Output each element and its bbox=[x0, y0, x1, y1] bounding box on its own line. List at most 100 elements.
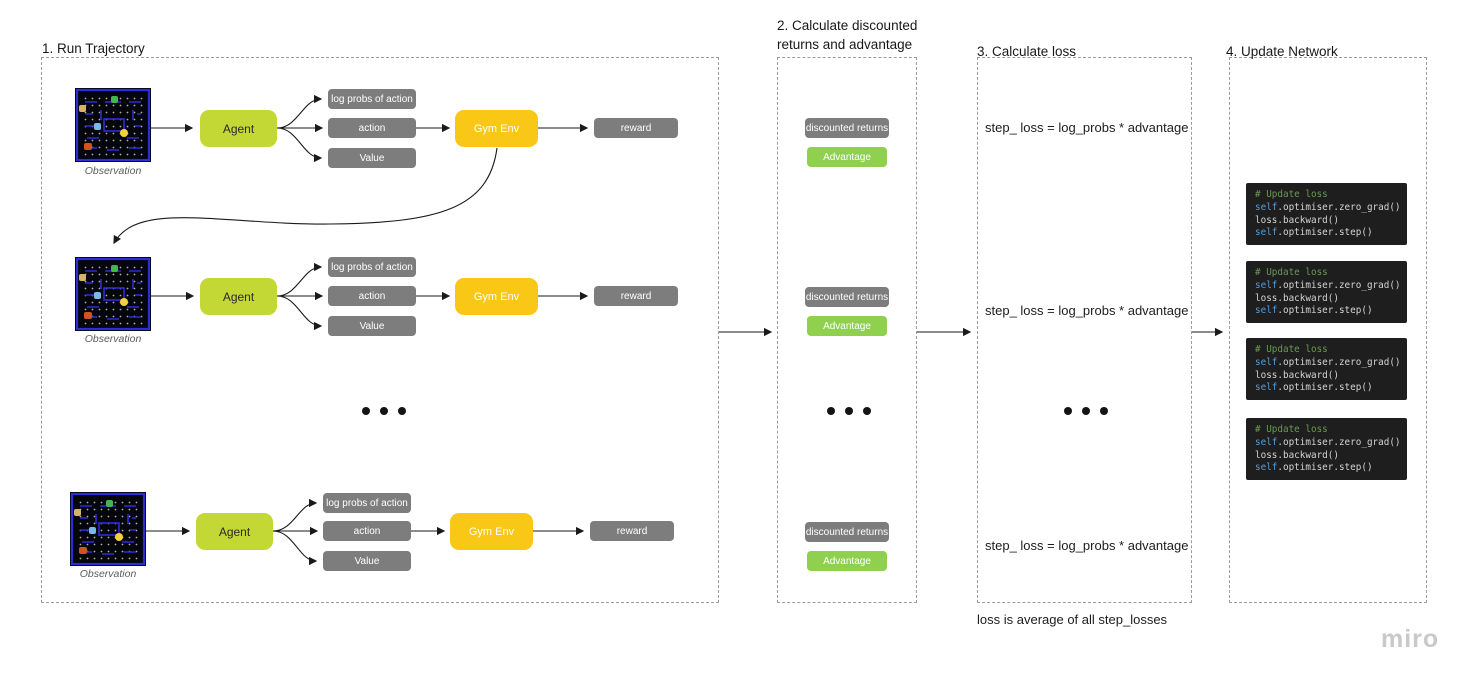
value-label: Value bbox=[359, 320, 385, 332]
section-title-returns: 2. Calculate discounted returns and adva… bbox=[777, 18, 918, 52]
log-probs-node[interactable]: log probs of action bbox=[328, 89, 416, 109]
miro-logo: miro bbox=[1381, 625, 1440, 653]
section-title-update: 4. Update Network bbox=[1226, 44, 1338, 59]
observation-label: Observation bbox=[79, 568, 137, 580]
agent-node[interactable]: Agent bbox=[200, 278, 277, 315]
pacman-sprite bbox=[120, 298, 128, 306]
agent-node[interactable]: Agent bbox=[200, 110, 277, 147]
section-frame-run-trajectory bbox=[41, 57, 719, 603]
agent-label: Agent bbox=[218, 524, 251, 539]
green-ghost-sprite bbox=[111, 96, 118, 103]
tan-ghost-sprite bbox=[79, 274, 86, 281]
update-code-block[interactable]: # Update loss self.optimiser.zero_grad()… bbox=[1246, 261, 1407, 323]
section-frame-loss bbox=[977, 57, 1192, 603]
log-probs-label: log probs of action bbox=[326, 497, 408, 509]
green-ghost-sprite bbox=[111, 265, 118, 272]
agent-node[interactable]: Agent bbox=[196, 513, 273, 550]
action-label: action bbox=[358, 290, 386, 302]
code-line: self.optimiser.zero_grad() bbox=[1255, 201, 1401, 213]
ellipsis-icon bbox=[827, 407, 871, 415]
action-label: action bbox=[358, 122, 386, 134]
observation-image[interactable] bbox=[75, 88, 151, 162]
tan-ghost-sprite bbox=[79, 105, 86, 112]
log-probs-label: log probs of action bbox=[331, 261, 413, 273]
gym-env-node[interactable]: Gym Env bbox=[450, 513, 533, 550]
agent-label: Agent bbox=[222, 289, 255, 304]
value-label: Value bbox=[354, 555, 380, 567]
ellipsis-icon bbox=[362, 407, 406, 415]
action-node[interactable]: action bbox=[328, 118, 416, 138]
ellipsis-icon bbox=[1064, 407, 1108, 415]
gym-env-label: Gym Env bbox=[468, 525, 515, 538]
observation-label: Observation bbox=[84, 165, 142, 177]
blue-ghost-sprite bbox=[89, 527, 96, 534]
observation-label: Observation bbox=[84, 333, 142, 345]
tan-ghost-sprite bbox=[74, 509, 81, 516]
discounted-returns-label: discounted returns bbox=[805, 526, 889, 538]
reward-label: reward bbox=[620, 290, 652, 302]
red-ghost-sprite bbox=[79, 547, 87, 554]
advantage-label: Advantage bbox=[823, 151, 871, 163]
reward-node[interactable]: reward bbox=[594, 286, 678, 306]
code-line: loss.backward() bbox=[1255, 449, 1339, 461]
gym-env-node[interactable]: Gym Env bbox=[455, 278, 538, 315]
advantage-label: Advantage bbox=[823, 555, 871, 567]
gym-env-label: Gym Env bbox=[473, 290, 520, 303]
step-loss-formula: step_ loss = log_probs * advantage bbox=[985, 538, 1189, 553]
code-line: self.optimiser.step() bbox=[1255, 382, 1373, 394]
blue-ghost-sprite bbox=[94, 123, 101, 130]
section-frame-returns bbox=[777, 57, 917, 603]
code-line: self.optimiser.step() bbox=[1255, 462, 1373, 474]
advantage-label: Advantage bbox=[823, 320, 871, 332]
code-line: loss.backward() bbox=[1255, 369, 1339, 381]
advantage-node[interactable]: Advantage bbox=[807, 147, 887, 167]
green-ghost-sprite bbox=[106, 500, 113, 507]
log-probs-node[interactable]: log probs of action bbox=[328, 257, 416, 277]
update-code-block[interactable]: # Update loss self.optimiser.zero_grad()… bbox=[1246, 418, 1407, 480]
loss-average-footnote: loss is average of all step_losses bbox=[977, 612, 1168, 627]
blue-ghost-sprite bbox=[94, 292, 101, 299]
section-frame-update bbox=[1229, 57, 1427, 603]
pacman-sprite bbox=[115, 533, 123, 541]
step-loss-formula: step_ loss = log_probs * advantage bbox=[985, 303, 1189, 318]
discounted-returns-node[interactable]: discounted returns bbox=[805, 287, 889, 307]
action-label: action bbox=[353, 525, 381, 537]
value-node[interactable]: Value bbox=[328, 316, 416, 336]
code-line: loss.backward() bbox=[1255, 214, 1339, 226]
update-code-block[interactable]: # Update loss self.optimiser.zero_grad()… bbox=[1246, 183, 1407, 245]
red-ghost-sprite bbox=[84, 312, 92, 319]
section-title-loss: 3. Calculate loss bbox=[977, 44, 1077, 59]
code-line: # Update loss bbox=[1255, 344, 1328, 355]
discounted-returns-node[interactable]: discounted returns bbox=[805, 522, 889, 542]
step-loss-formula: step_ loss = log_probs * advantage bbox=[985, 120, 1189, 135]
code-line: # Update loss bbox=[1255, 267, 1328, 278]
reward-label: reward bbox=[620, 122, 652, 134]
code-line: self.optimiser.step() bbox=[1255, 305, 1373, 317]
action-node[interactable]: action bbox=[328, 286, 416, 306]
discounted-returns-node[interactable]: discounted returns bbox=[805, 118, 889, 138]
value-node[interactable]: Value bbox=[328, 148, 416, 168]
code-line: self.optimiser.zero_grad() bbox=[1255, 436, 1401, 448]
reward-node[interactable]: reward bbox=[594, 118, 678, 138]
discounted-returns-label: discounted returns bbox=[805, 291, 889, 303]
code-line: self.optimiser.step() bbox=[1255, 227, 1373, 239]
reward-node[interactable]: reward bbox=[590, 521, 674, 541]
update-code-block[interactable]: # Update loss self.optimiser.zero_grad()… bbox=[1246, 338, 1407, 400]
pacman-sprite bbox=[120, 129, 128, 137]
code-line: # Update loss bbox=[1255, 189, 1328, 200]
advantage-node[interactable]: Advantage bbox=[807, 316, 887, 336]
value-node[interactable]: Value bbox=[323, 551, 411, 571]
log-probs-node[interactable]: log probs of action bbox=[323, 493, 411, 513]
observation-image[interactable] bbox=[70, 492, 146, 566]
gym-env-node[interactable]: Gym Env bbox=[455, 110, 538, 147]
gym-env-label: Gym Env bbox=[473, 122, 520, 135]
code-line: self.optimiser.zero_grad() bbox=[1255, 279, 1401, 291]
advantage-node[interactable]: Advantage bbox=[807, 551, 887, 571]
red-ghost-sprite bbox=[84, 143, 92, 150]
action-node[interactable]: action bbox=[323, 521, 411, 541]
discounted-returns-label: discounted returns bbox=[805, 122, 889, 134]
observation-image[interactable] bbox=[75, 257, 151, 331]
reward-label: reward bbox=[616, 525, 648, 537]
agent-label: Agent bbox=[222, 121, 255, 136]
